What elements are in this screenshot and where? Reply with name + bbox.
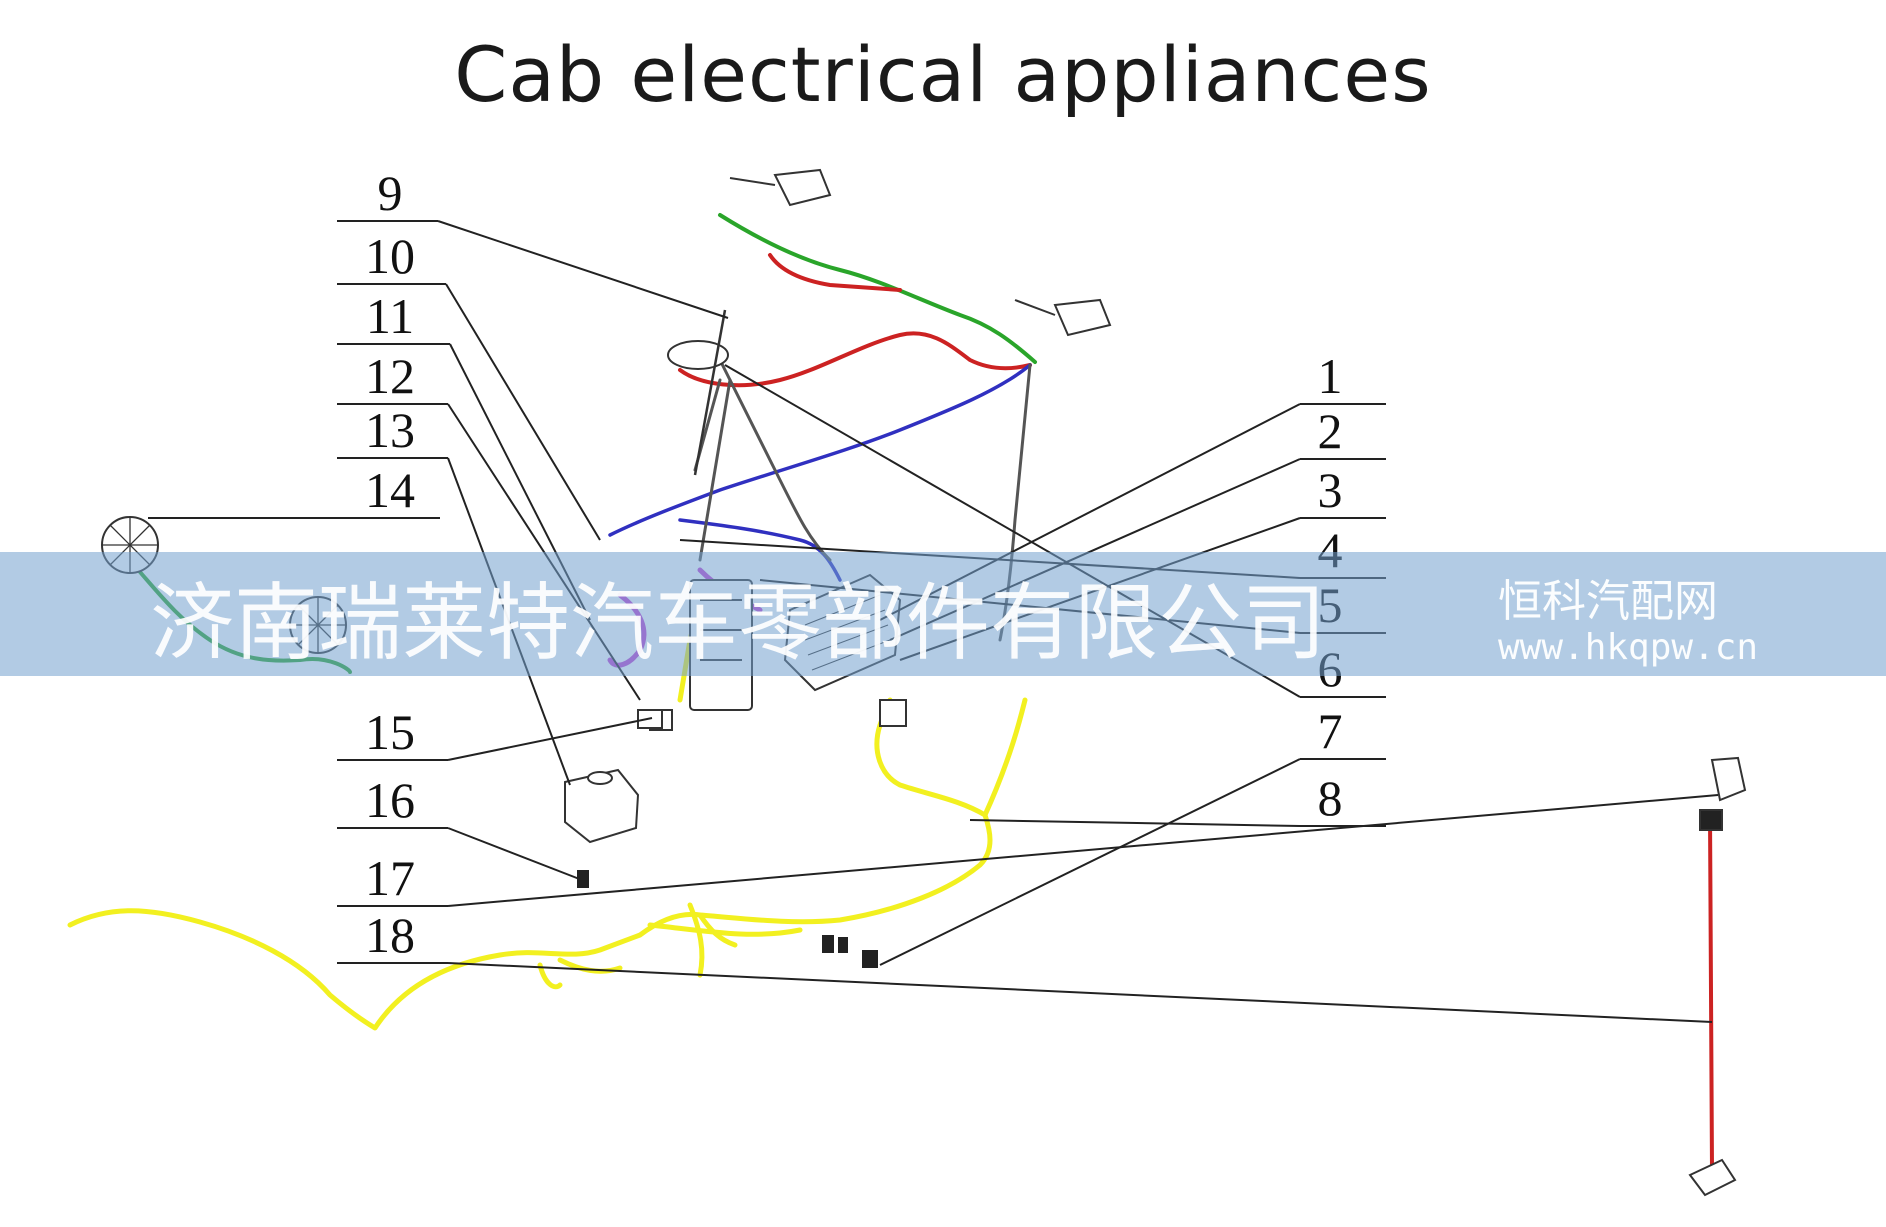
top-lamp-right: [1014, 298, 1112, 337]
relay-cluster: [649, 699, 907, 731]
callout-13: 13: [365, 402, 415, 458]
left-callout-numbers: 9 10 11 12 13 14 15 16 17 18: [365, 165, 415, 963]
reservoir: [564, 768, 640, 844]
callout-9: 9: [378, 165, 403, 221]
callout-11: 11: [366, 288, 414, 344]
callout-17: 17: [365, 850, 415, 906]
top-lamp-left: [729, 168, 832, 207]
diagram-title: Cab electrical appliances: [454, 30, 1432, 119]
callout-7: 7: [1318, 703, 1343, 759]
callout-1: 1: [1318, 348, 1343, 404]
callout-16: 16: [365, 772, 415, 828]
watermark-url: www.hkqpw.cn: [1498, 627, 1759, 668]
dome-light: [667, 340, 729, 370]
wiper-arm: [693, 309, 727, 476]
callout-18: 18: [365, 907, 415, 963]
relay-pair: [822, 935, 878, 968]
right-sensor-top: [1699, 756, 1747, 831]
red-harness: [678, 253, 1714, 1172]
callout-8: 8: [1318, 770, 1343, 826]
callout-3: 3: [1318, 462, 1343, 518]
connector-17: [577, 870, 589, 888]
watermark-brand: 恒科汽配网: [1498, 576, 1718, 627]
watermark-company: 济南瑞莱特汽车零部件有限公司: [150, 574, 1327, 672]
watermark-band: [0, 552, 1886, 676]
callout-2: 2: [1318, 403, 1343, 459]
callout-12: 12: [365, 348, 415, 404]
callout-10: 10: [365, 228, 415, 284]
callout-14: 14: [365, 462, 415, 518]
callout-15: 15: [365, 704, 415, 760]
right-sensor-bottom: [1688, 1158, 1737, 1197]
